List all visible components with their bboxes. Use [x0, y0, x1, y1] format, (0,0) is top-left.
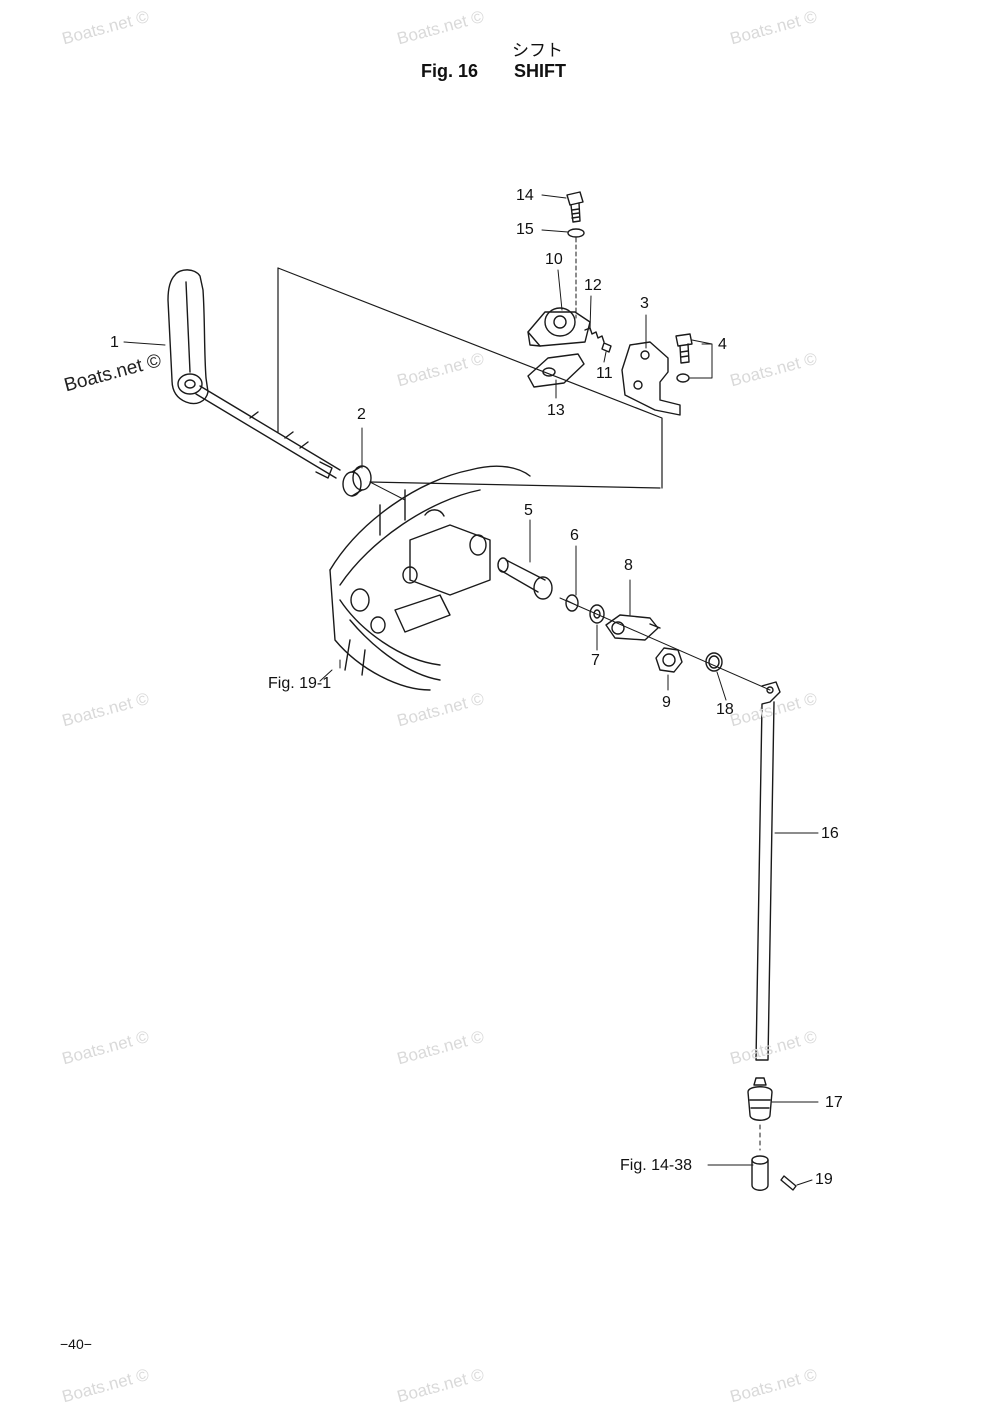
- callout-8: 8: [624, 557, 633, 574]
- bolt-washer-part: [675, 333, 693, 383]
- stopper-bracket: [621, 341, 681, 416]
- bracket-part: [527, 307, 591, 347]
- bolt-part: [566, 191, 584, 223]
- gasket-plate: [527, 353, 585, 388]
- washer-7-part: [589, 604, 605, 624]
- bushing-part: [342, 465, 372, 497]
- callout-1: 1: [110, 334, 119, 351]
- pin-part: [601, 342, 612, 353]
- leader-lines: [123, 194, 819, 1186]
- callout-11: 11: [596, 365, 613, 382]
- collar-part: [497, 557, 553, 600]
- rod-connector: [751, 1155, 769, 1191]
- callout-14: 14: [516, 187, 534, 204]
- callout-3: 3: [640, 295, 649, 312]
- title-japanese: シフト: [512, 41, 563, 61]
- shift-lever: [167, 269, 209, 405]
- callout-2: 2: [357, 406, 366, 423]
- callout-9: 9: [662, 694, 671, 711]
- figure-ref-block[interactable]: Fig. 19-1: [268, 675, 332, 692]
- callout-6: 6: [570, 527, 579, 544]
- callout-4: 4: [718, 336, 727, 353]
- assembly-leader-box: [277, 267, 663, 489]
- callout-12: 12: [584, 277, 602, 294]
- callout-5: 5: [524, 502, 533, 519]
- callout-18: 18: [716, 701, 734, 718]
- link-lever: [605, 614, 661, 641]
- set-pin: [780, 1175, 797, 1191]
- nut-part: [655, 647, 683, 673]
- shaft-centerline: [369, 481, 406, 501]
- figure-number: Fig. 16: [421, 61, 479, 81]
- shift-shaft: [195, 385, 341, 479]
- linkage-centerline: [559, 597, 771, 691]
- page-number: −40−: [60, 1336, 92, 1352]
- callout-7: 7: [591, 652, 600, 669]
- callout-10: 10: [545, 251, 563, 268]
- washer-part: [567, 228, 585, 238]
- figure-ref-gearcase[interactable]: Fig. 14-38: [620, 1157, 693, 1174]
- callout-17: 17: [825, 1094, 843, 1111]
- grommet-part: [747, 1077, 773, 1121]
- callout-13: 13: [547, 402, 565, 419]
- figure-title: SHIFT: [514, 61, 566, 81]
- callout-15: 15: [516, 221, 534, 238]
- engine-block: [329, 465, 531, 691]
- callout-19: 19: [815, 1171, 833, 1188]
- shift-rod: [755, 681, 781, 1061]
- callout-16: 16: [821, 825, 839, 842]
